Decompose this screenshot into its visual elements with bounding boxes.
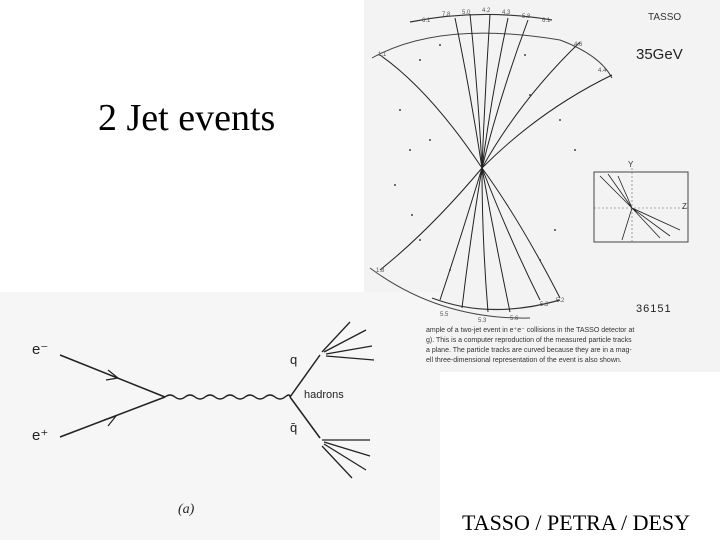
svg-text:6.1: 6.1 bbox=[422, 18, 431, 24]
svg-text:5.5: 5.5 bbox=[440, 312, 449, 318]
electron-line bbox=[59, 354, 166, 398]
track bbox=[481, 167, 489, 313]
feynman-diagram bbox=[59, 321, 375, 479]
slide-title: 2 Jet events bbox=[98, 97, 276, 139]
detector-arc-bottom bbox=[431, 297, 561, 311]
inset-3d-view bbox=[593, 168, 689, 243]
track bbox=[481, 41, 581, 169]
detector-name: TASSO bbox=[648, 12, 682, 23]
run-number: 36151 bbox=[636, 303, 672, 315]
panel-label: (a) bbox=[178, 502, 195, 517]
arc-tick-labels: 6.1 7.8 5.0 4.2 4.3 5.8 6.1 4.6 4.4 1.1 1.8 5.5… bbox=[376, 8, 607, 324]
track bbox=[481, 167, 561, 299]
track bbox=[439, 167, 483, 301]
upper-hadron-jet bbox=[321, 321, 375, 361]
svg-text:1.8: 1.8 bbox=[376, 268, 385, 274]
detector-arc-top bbox=[409, 13, 553, 23]
svg-text:4.6: 4.6 bbox=[574, 42, 583, 48]
svg-text:5.3: 5.3 bbox=[478, 318, 487, 324]
detector-arc-top-left bbox=[371, 32, 613, 79]
track bbox=[454, 17, 483, 169]
svg-text:5.8: 5.8 bbox=[522, 14, 531, 20]
track bbox=[481, 74, 613, 169]
label-electron: e⁻ bbox=[32, 341, 49, 358]
event-display: 6.1 7.8 5.0 4.2 4.3 5.8 6.1 4.6 4.4 1.1 1.8 5.5… bbox=[369, 8, 689, 324]
label-hadrons: hadrons bbox=[304, 389, 344, 401]
quark-line bbox=[289, 354, 321, 398]
label-quark: q bbox=[290, 352, 298, 367]
inset-axis-z: Z bbox=[682, 202, 687, 211]
track bbox=[469, 13, 483, 169]
photon-line bbox=[164, 394, 291, 400]
energy-label: 35GeV bbox=[636, 46, 683, 63]
svg-text:1.1: 1.1 bbox=[378, 52, 387, 58]
track bbox=[481, 19, 529, 169]
track bbox=[461, 167, 483, 309]
svg-text:6.1: 6.1 bbox=[542, 18, 551, 24]
electron-arrow bbox=[105, 369, 120, 381]
feynman-scan-background bbox=[0, 292, 440, 540]
label-positron: e⁺ bbox=[32, 427, 49, 444]
track bbox=[481, 167, 511, 313]
svg-text:5.6: 5.6 bbox=[510, 316, 519, 322]
detector-arc-bottom-left bbox=[369, 267, 531, 319]
track bbox=[481, 17, 509, 169]
svg-text:5.2: 5.2 bbox=[556, 298, 565, 304]
event-caption: ample of a two-jet event in e⁺e⁻ collisi… bbox=[426, 326, 718, 366]
slide-credit: TASSO / PETRA / DESY bbox=[462, 510, 691, 535]
track bbox=[481, 13, 491, 169]
track bbox=[379, 54, 483, 169]
svg-text:4.3: 4.3 bbox=[502, 10, 511, 16]
svg-text:4.4: 4.4 bbox=[598, 68, 607, 74]
caption-line: a plane. The particle tracks are curved … bbox=[426, 347, 632, 354]
caption-line: g). This is a computer reproduction of t… bbox=[426, 337, 632, 344]
svg-text:4.2: 4.2 bbox=[482, 8, 491, 14]
svg-text:5.3: 5.3 bbox=[540, 302, 549, 308]
caption-line: ell three-dimensional representation of … bbox=[426, 357, 622, 364]
positron-arrow bbox=[103, 414, 118, 427]
track bbox=[481, 167, 541, 301]
track bbox=[379, 167, 483, 271]
svg-text:5.0: 5.0 bbox=[462, 10, 471, 16]
antiquark-line bbox=[289, 396, 321, 439]
caption-line: ample of a two-jet event in e⁺e⁻ collisi… bbox=[426, 327, 635, 334]
svg-text:7.8: 7.8 bbox=[442, 12, 451, 18]
hit-points bbox=[394, 44, 576, 271]
label-antiquark: q̄ bbox=[290, 420, 298, 435]
inset-axis-y: Y bbox=[628, 160, 634, 169]
lower-hadron-jet bbox=[321, 439, 371, 479]
